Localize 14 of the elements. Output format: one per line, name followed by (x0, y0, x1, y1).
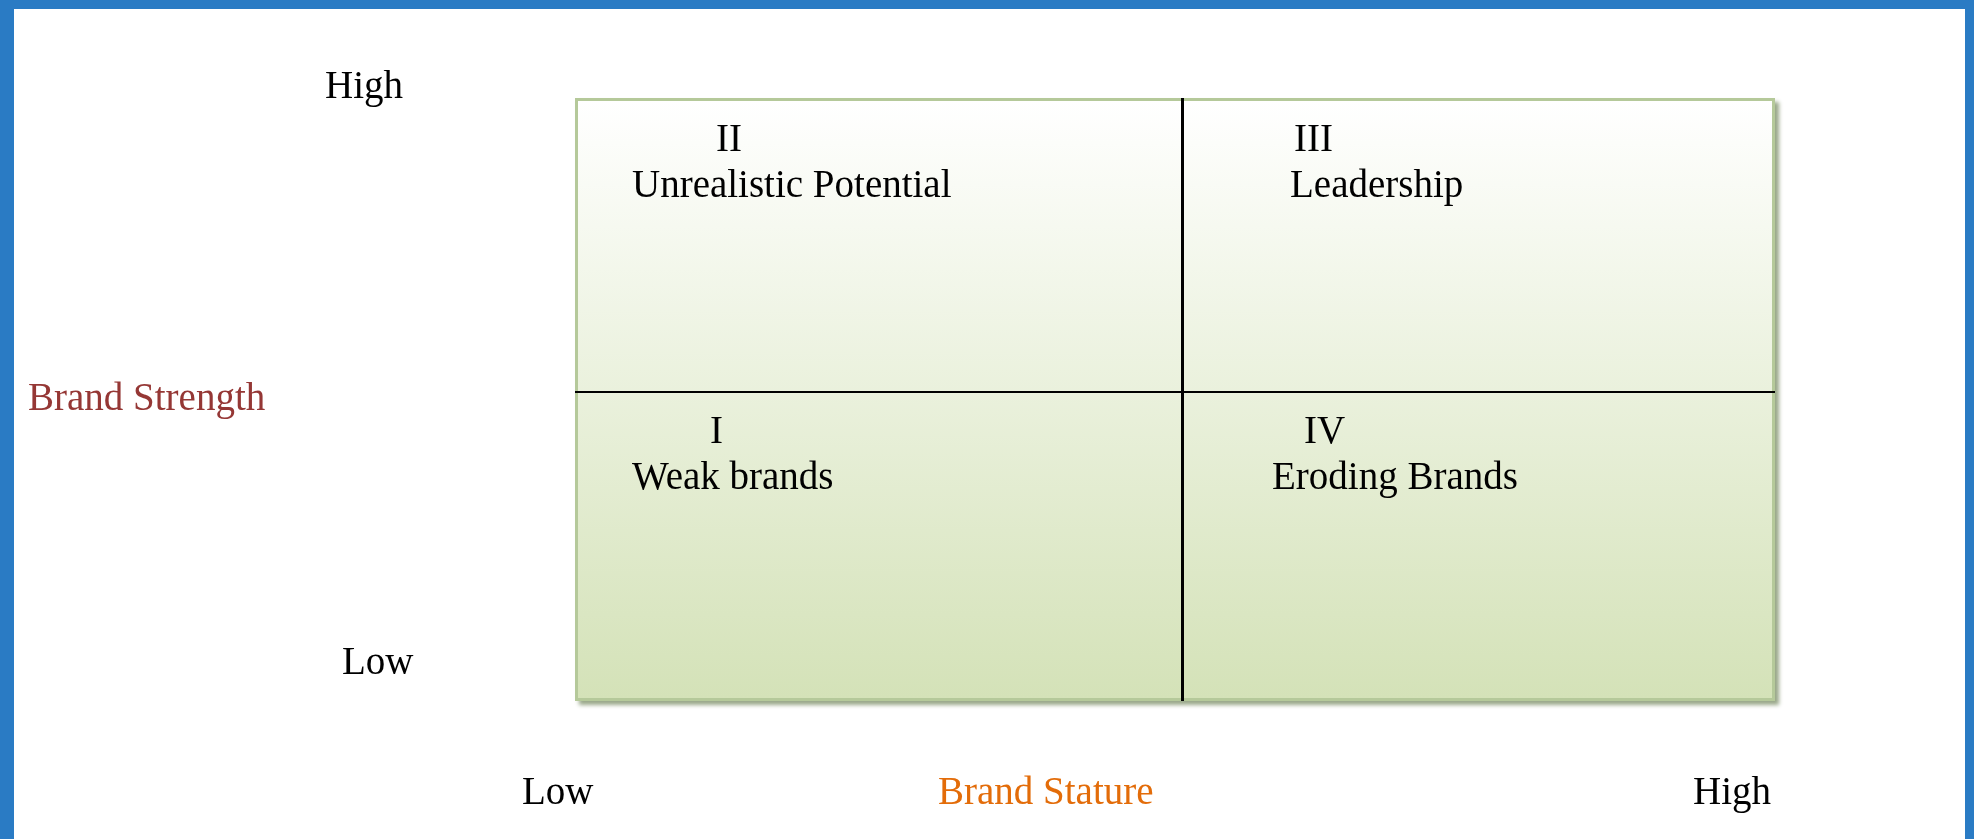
axis-tick-label: Low (342, 638, 414, 683)
axis-tick-label: Low (522, 768, 594, 813)
quadrant-number: III (1294, 115, 1333, 161)
axis-tick-label: High (325, 62, 403, 107)
axis-title: Brand Stature (938, 768, 1154, 813)
quadrant-title: Leadership (1290, 161, 1465, 207)
quadrant-number: II (716, 115, 742, 161)
axis-title: Brand Strength (28, 374, 266, 419)
quadrant-number: IV (1304, 407, 1346, 453)
quadrant-title: Unrealistic Potential (632, 161, 952, 207)
quadrant-title: Weak brands (632, 453, 835, 499)
axis-tick-label: High (1693, 768, 1771, 813)
quadrant-title: Eroding Brands (1272, 453, 1519, 499)
quadrant-number: I (710, 407, 723, 453)
